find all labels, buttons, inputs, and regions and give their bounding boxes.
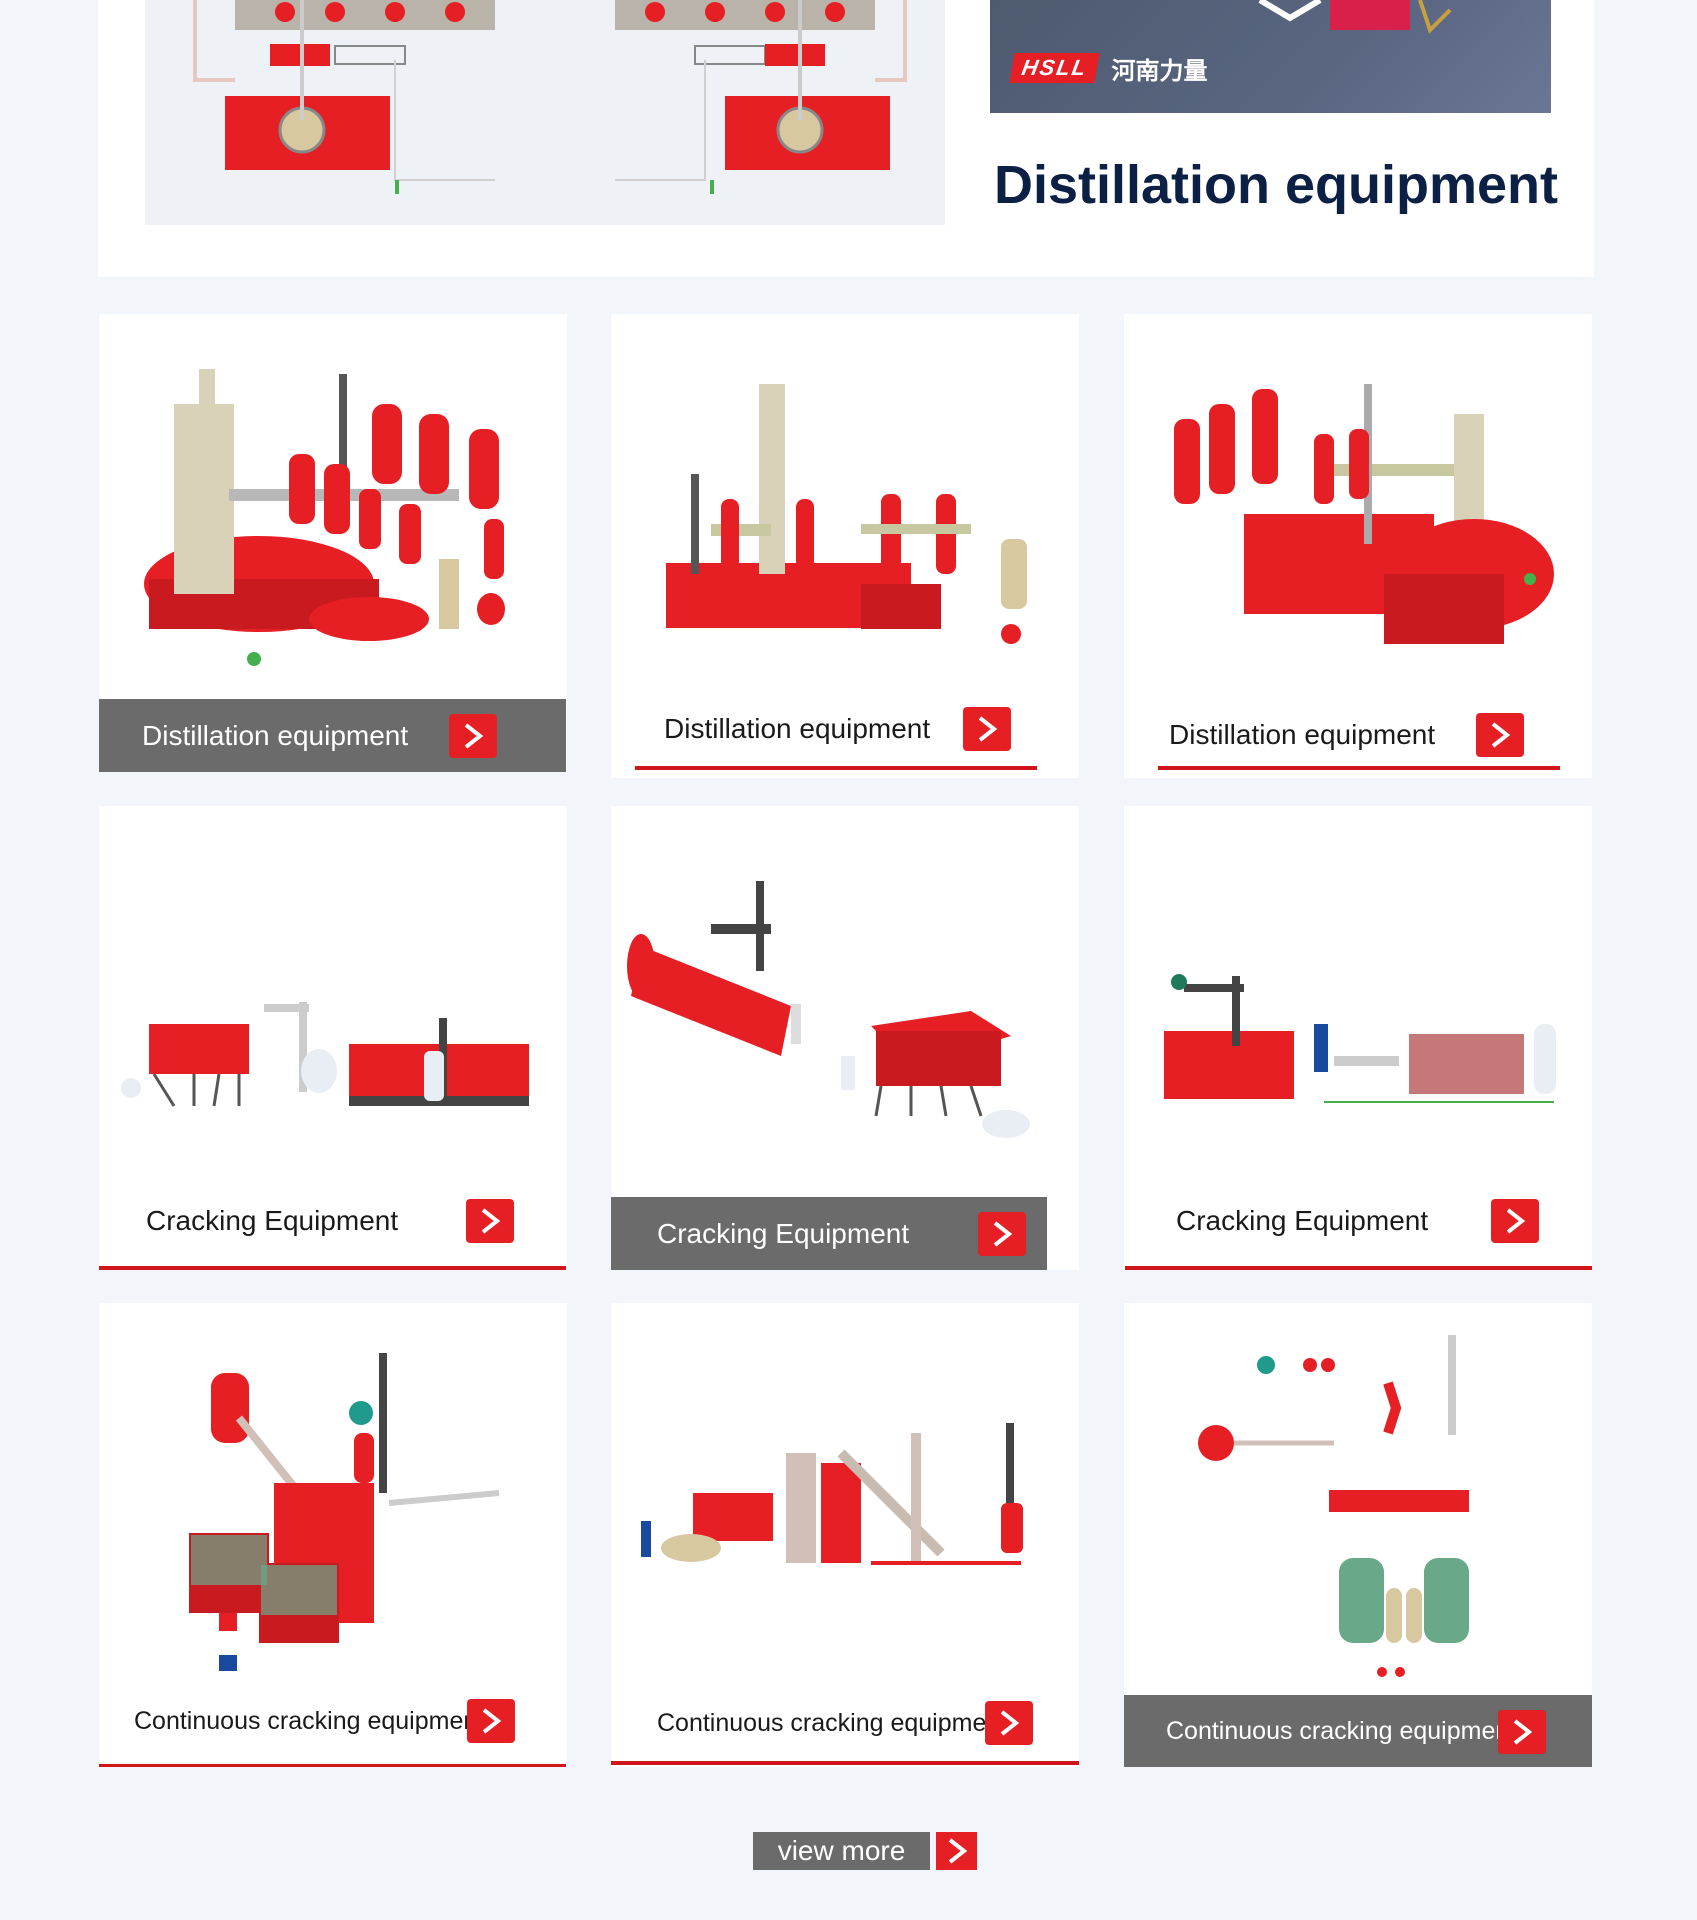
view-more-button[interactable]: view more [753, 1832, 977, 1870]
cracking-machine-image [1164, 974, 1556, 1103]
page-title: Distillation equipment [994, 155, 1559, 215]
view-more-label[interactable]: view more [753, 1832, 930, 1870]
card-label: Cracking Equipment [657, 1217, 910, 1249]
product-card[interactable]: Distillation equipment [1124, 314, 1592, 778]
chevron-right-icon[interactable] [467, 1699, 515, 1743]
cracking-machine-image [121, 1002, 529, 1107]
card-label: Distillation equipment [1169, 719, 1436, 750]
card-label: Cracking Equipment [146, 1205, 399, 1236]
card-caption[interactable]: Continuous cracking equipment [99, 1691, 567, 1751]
card-label: Distillation equipment [142, 719, 409, 751]
brand-logo: HSLL 河南力量 [1009, 53, 1207, 85]
continuous-cracking-machine-image [641, 1423, 1023, 1565]
distillation-machine-image [1174, 384, 1554, 644]
card-label: Distillation equipment [664, 713, 931, 744]
card-label: Continuous cracking equipment [657, 1708, 1008, 1737]
product-card[interactable]: Continuous cracking equipment [611, 1303, 1079, 1767]
chevron-right-icon[interactable] [936, 1832, 977, 1870]
product-card[interactable]: Cracking Equipment [1124, 806, 1592, 1270]
hero-plant-diagram [145, 0, 945, 225]
card-caption[interactable]: Distillation equipment [99, 699, 566, 772]
card-caption[interactable]: Cracking Equipment [611, 1197, 1047, 1270]
chevron-right-icon[interactable] [466, 1199, 514, 1243]
card-caption[interactable]: Continuous cracking equipment [1124, 1695, 1592, 1767]
logo-chinese-text: 河南力量 [1111, 57, 1208, 85]
distillation-machine-image [666, 384, 1027, 644]
banner-machine-illustration [1258, 0, 1452, 34]
logo-badge: HSLL [1009, 53, 1101, 83]
card-underline [611, 1761, 1079, 1765]
card-underline [635, 766, 1037, 770]
continuous-cracking-machine-image [189, 1353, 500, 1671]
chevron-right-icon[interactable] [1491, 1199, 1539, 1243]
card-underline [99, 1266, 566, 1270]
product-card[interactable]: Cracking Equipment [611, 806, 1079, 1270]
card-label: Continuous cracking equipment [134, 1706, 485, 1735]
hero-brand-banner: HSLL 河南力量 [990, 0, 1551, 113]
card-underline [1125, 1266, 1592, 1270]
product-card[interactable]: Continuous cracking equipment [99, 1303, 567, 1767]
chevron-right-icon[interactable] [1498, 1709, 1546, 1754]
product-card[interactable]: Distillation equipment [99, 314, 567, 772]
hero-section: HSLL 河南力量 Distillation equipment [98, 0, 1594, 277]
distillation-machine-image [144, 369, 505, 666]
card-caption[interactable]: Distillation equipment [611, 699, 1079, 759]
card-caption[interactable]: Continuous cracking equipment [611, 1693, 1079, 1753]
card-caption[interactable]: Cracking Equipment [1124, 1191, 1592, 1251]
chevron-right-icon[interactable] [985, 1701, 1033, 1745]
chevron-right-icon[interactable] [963, 707, 1011, 751]
card-label: Continuous cracking equipment [1166, 1717, 1517, 1745]
chevron-right-icon[interactable] [449, 713, 497, 758]
card-label: Cracking Equipment [1176, 1205, 1429, 1236]
plant-layout-illustration [193, 0, 907, 194]
product-card[interactable]: Distillation equipment [611, 314, 1079, 778]
chevron-right-icon[interactable] [1476, 713, 1524, 757]
card-caption[interactable]: Distillation equipment [1124, 709, 1592, 761]
card-underline [1158, 766, 1560, 770]
chevron-right-icon[interactable] [978, 1211, 1026, 1256]
continuous-cracking-machine-image [1198, 1335, 1469, 1677]
product-card[interactable]: Continuous cracking equipment [1124, 1303, 1592, 1767]
card-caption[interactable]: Cracking Equipment [99, 1191, 567, 1251]
product-card[interactable]: Cracking Equipment [99, 806, 567, 1270]
card-underline [99, 1764, 566, 1767]
cracking-machine-image [627, 881, 1030, 1138]
